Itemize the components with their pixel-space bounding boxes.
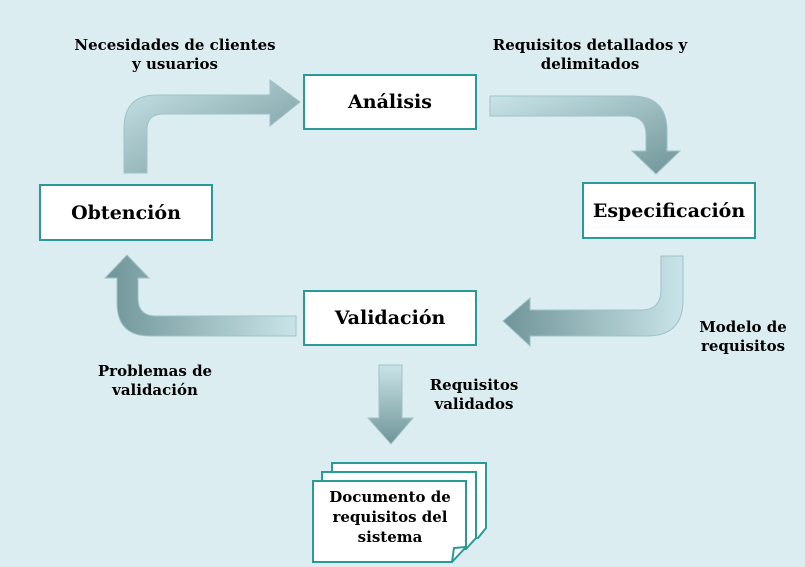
document-label-line3: sistema — [357, 528, 423, 546]
label-necesidades-line2: y usuarios — [132, 55, 218, 73]
label-requisitos-detallados-line2: delimitados — [540, 55, 640, 73]
node-obtencion-label: Obtención — [71, 201, 181, 224]
label-requisitos-validados: Requisitos validados — [414, 376, 534, 414]
label-modelo-requisitos: Modelo de requisitos — [688, 318, 798, 356]
label-problemas-validacion-line1: Problemas de — [97, 362, 213, 380]
node-validacion[interactable]: Validación — [303, 290, 477, 346]
arrow-obtencion-to-analisis — [123, 79, 301, 174]
node-especificacion[interactable]: Especificación — [582, 182, 756, 239]
label-requisitos-validados-line2: validados — [434, 395, 514, 413]
node-obtencion[interactable]: Obtención — [39, 184, 213, 241]
document-stack — [312, 462, 487, 563]
label-necesidades: Necesidades de clientes y usuarios — [60, 36, 290, 74]
label-requisitos-detallados-line1: Requisitos detallados y — [492, 36, 688, 54]
label-requisitos-validados-line1: Requisitos — [429, 376, 519, 394]
node-analisis[interactable]: Análisis — [303, 74, 477, 130]
label-necesidades-line1: Necesidades de clientes — [74, 36, 276, 54]
arrow-analisis-to-especificacion — [489, 95, 682, 175]
arrow-validacion-to-documento — [366, 364, 415, 445]
node-analisis-label: Análisis — [348, 91, 432, 113]
document-label: Documento de requisitos del sistema — [315, 487, 465, 547]
label-modelo-requisitos-line1: Modelo de — [699, 318, 787, 336]
node-especificacion-label: Especificación — [592, 199, 746, 222]
label-problemas-validacion: Problemas de validación — [80, 362, 230, 400]
node-validacion-label: Validación — [334, 307, 446, 329]
arrow-especificacion-to-validacion — [502, 255, 684, 348]
label-problemas-validacion-line2: validación — [112, 381, 198, 399]
label-requisitos-detallados: Requisitos detallados y delimitados — [470, 36, 710, 74]
arrow-validacion-to-obtencion — [103, 254, 297, 337]
document-label-line2: requisitos del — [332, 508, 448, 526]
document-label-line1: Documento de — [329, 488, 451, 506]
label-modelo-requisitos-line2: requisitos — [700, 337, 786, 355]
